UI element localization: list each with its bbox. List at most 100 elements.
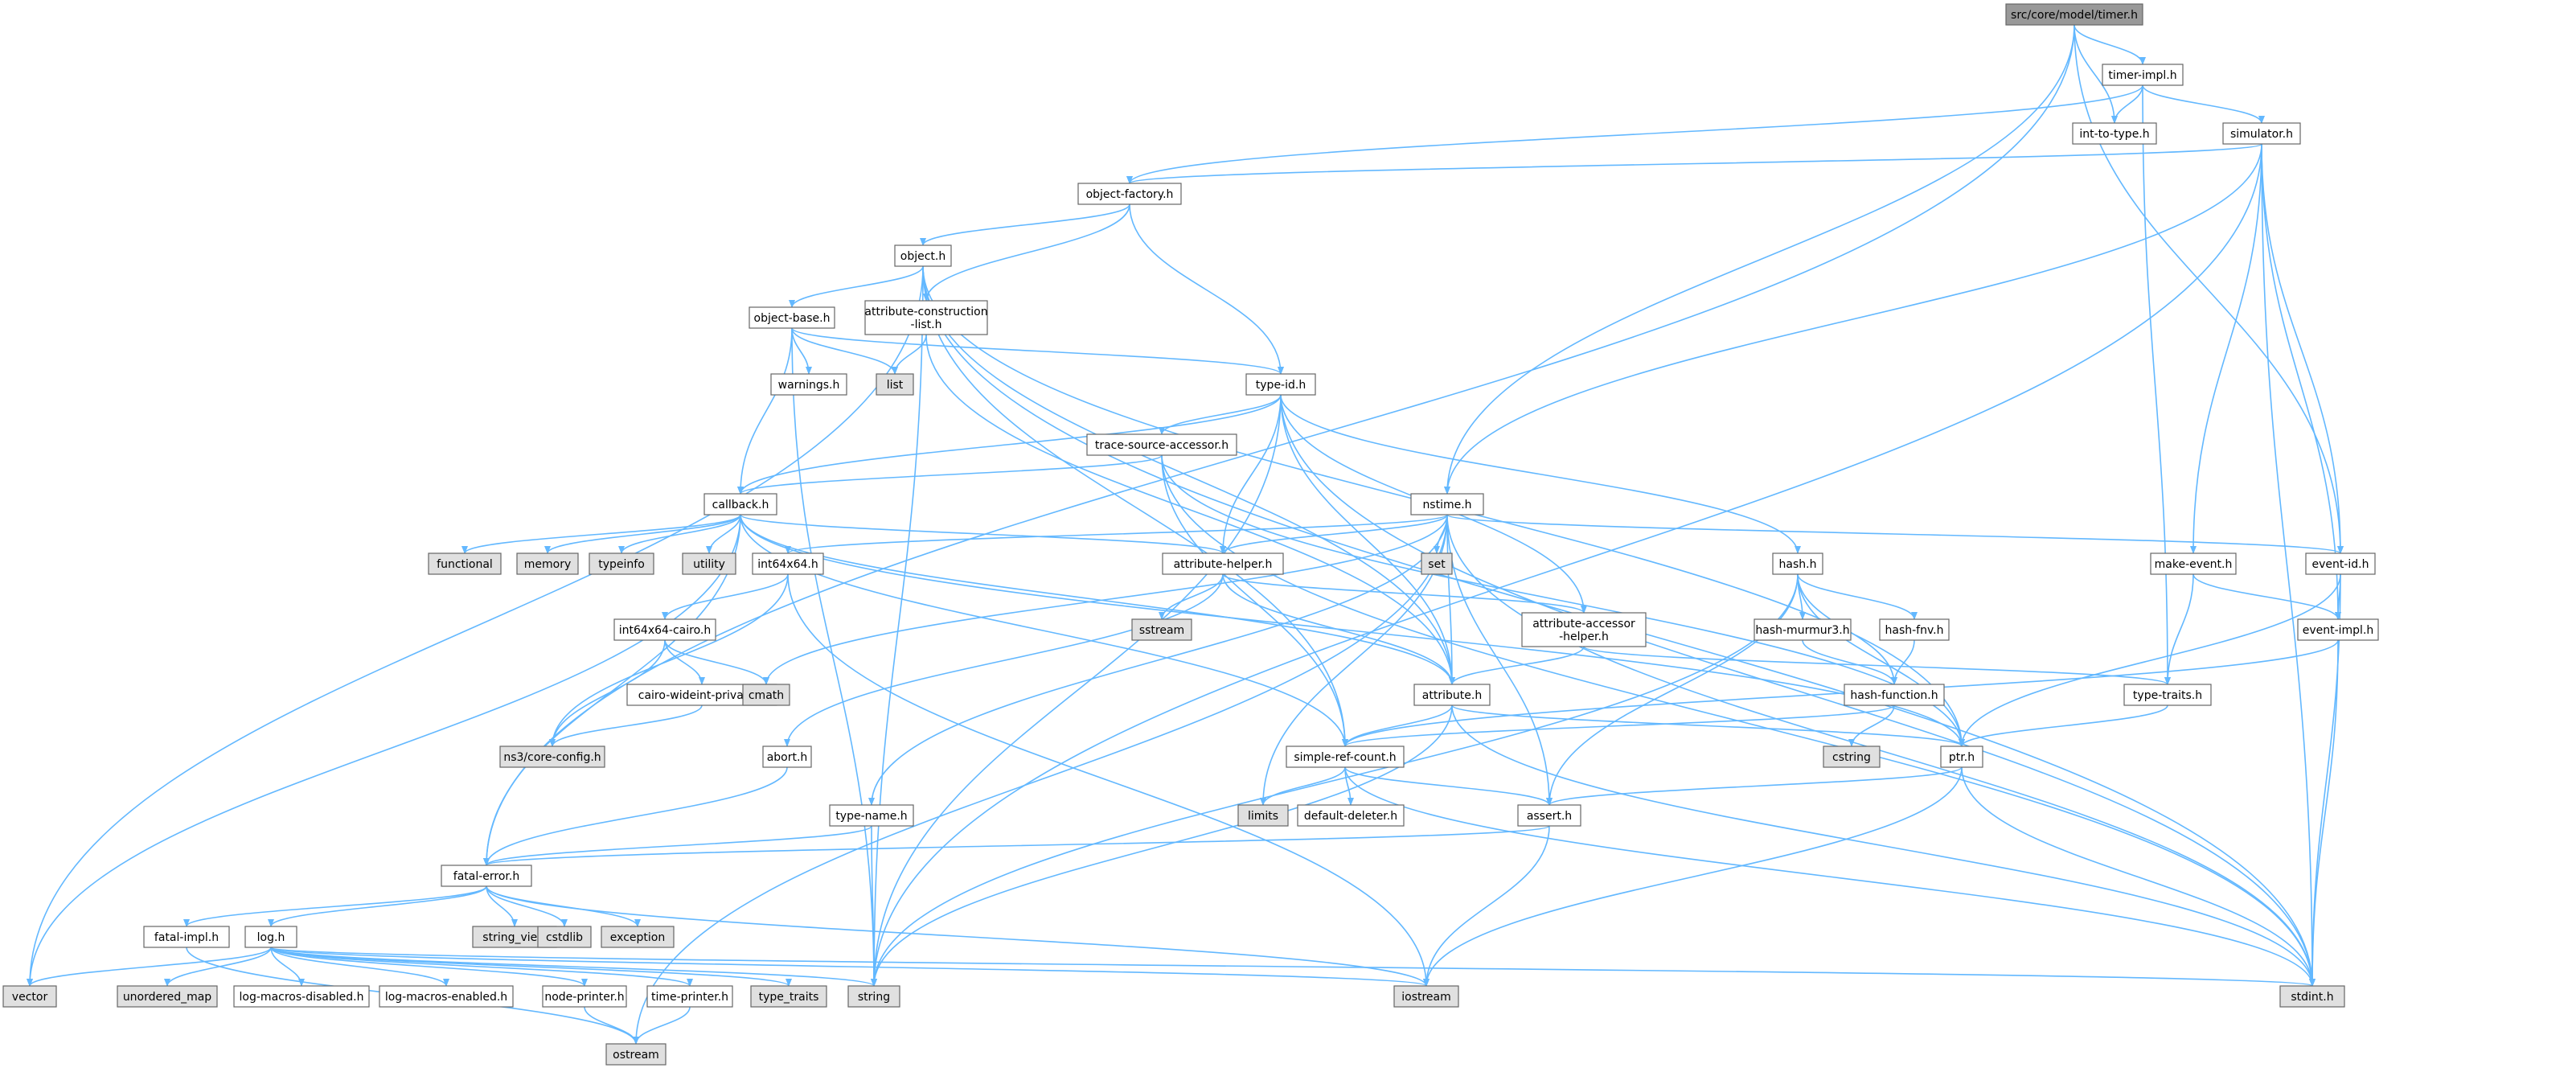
node-timer[interactable]: src/core/model/timer.h [2005,3,2143,26]
node-default-deleter[interactable]: default-deleter.h [1297,804,1405,827]
dependency-edges [27,24,2344,1045]
node-log-macros-dis[interactable]: log-macros-disabled.h [233,985,370,1008]
node-box [2102,64,2184,86]
node-assert[interactable]: assert.h [1517,804,1581,827]
edge-event_id-to-ptr [1959,573,2341,747]
node-timer-impl[interactable]: timer-impl.h [2102,64,2184,86]
node-object-base[interactable]: object-base.h [749,306,835,329]
edge-node_printer-to-ostream [584,1006,639,1045]
node-simulator[interactable]: simulator.h [2222,122,2301,145]
edge-log-to-node_printer [270,947,588,987]
node-ptr[interactable]: ptr.h [1940,745,1983,768]
edge-nstime-to-event_id [1446,514,2344,554]
node-label: -helper.h [1559,630,1609,643]
edge-timer-to-event_id [2074,24,2344,554]
node-box [876,373,914,396]
edge-object_base-to-list [791,327,898,375]
edge-int64x64-to-iostream [787,573,1430,987]
node-cstring: cstring [1823,745,1881,768]
node-attr-constr[interactable]: attribute-construction-list.h [864,300,988,335]
edge-log-to-time_printer [270,947,693,987]
node-label: int64x64-cairo.h [619,624,711,637]
edge-int64_cairo-to-cairo_wide [664,639,705,685]
node-int64-cairo[interactable]: int64x64-cairo.h [613,618,716,641]
node-box [244,926,297,948]
node-type-id[interactable]: type-id.h [1245,373,1316,396]
node-box [1517,804,1581,827]
node-label: type-traits.h [2133,689,2202,702]
edge-type_id-to-string [871,394,1282,987]
node-box [1844,684,1945,706]
node-type-name[interactable]: type-name.h [829,804,914,827]
node-label: log.h [257,931,285,944]
edge-timer-to-timer_impl [2074,24,2146,65]
node-label: unordered_map [123,991,211,1004]
node-fatal-error[interactable]: fatal-error.h [441,865,532,887]
node-label: limits [1248,810,1278,823]
node-cstdlib: cstdlib [537,926,592,948]
node-attr-accessor[interactable]: attribute-accessor-helper.h [1521,612,1647,647]
node-callback[interactable]: callback.h [703,493,777,515]
node-simple-ref[interactable]: simple-ref-count.h [1286,745,1405,768]
node-unordered-map: unordered_map [117,985,218,1008]
node-hash-fnv[interactable]: hash-fnv.h [1879,618,1950,641]
node-label: fatal-error.h [453,870,519,883]
node-label: attribute-helper.h [1174,558,1273,571]
edge-timer-to-nstime [1444,24,2075,495]
edge-nstime-to-cmath [763,514,1448,685]
node-box [499,745,605,768]
node-node-printer[interactable]: node-printer.h [542,985,627,1008]
edge-log-to-unordered_map [164,947,272,987]
node-fatal-impl[interactable]: fatal-impl.h [143,926,230,948]
node-trace-src[interactable]: trace-source-accessor.h [1086,433,1237,456]
edge-ptr-to-iostream [1423,766,1963,987]
node-box [601,926,675,948]
node-label: log-macros-enabled.h [385,991,507,1004]
node-time-printer[interactable]: time-printer.h [646,985,733,1008]
node-abort[interactable]: abort.h [762,745,812,768]
edge-make_event-to-event_impl [2192,573,2341,620]
node-box [537,926,592,948]
node-box [742,684,790,706]
node-label: functional [437,558,493,571]
node-event-id[interactable]: event-id.h [2305,552,2376,575]
node-log[interactable]: log.h [244,926,297,948]
node-box [1245,373,1316,396]
node-make-event[interactable]: make-event.h [2150,552,2237,575]
node-type-traits-h[interactable]: type-traits.h [2123,684,2212,706]
node-hash[interactable]: hash.h [1772,552,1823,575]
edge-timer_impl-to-type_traits_h [2142,84,2171,685]
node-warnings[interactable]: warnings.h [770,373,847,396]
node-object-factory[interactable]: object-factory.h [1077,183,1182,205]
node-label: memory [524,558,572,571]
node-label: iostream [1401,991,1451,1004]
node-label: timer-impl.h [2108,69,2176,82]
node-object[interactable]: object.h [894,244,952,267]
node-label: time-printer.h [651,991,728,1004]
node-log-macros-en[interactable]: log-macros-enabled.h [379,985,514,1008]
node-label: object-factory.h [1086,188,1174,201]
node-int64x64[interactable]: int64x64.h [752,552,824,575]
node-label: cstdlib [546,931,583,944]
edge-type_id-to-attribute [1280,394,1455,685]
edge-log-to-log_macros_dis [270,947,305,987]
node-label: event-id.h [2311,558,2369,571]
node-box [864,300,988,335]
node-event-impl[interactable]: event-impl.h [2297,618,2379,641]
node-hash-function[interactable]: hash-function.h [1844,684,1945,706]
edge-simulator-to-string [871,143,2262,987]
node-box [2297,618,2379,641]
edge-type_id-to-attr_helper [1220,394,1282,554]
node-box [770,373,847,396]
edge-fatal_error-to-string_view [486,885,518,927]
edge-attr_constr-to-list [892,334,927,375]
node-int-to-type[interactable]: int-to-type.h [2072,122,2157,145]
node-nstime[interactable]: nstime.h [1410,493,1484,515]
node-label: simulator.h [2230,128,2293,141]
edge-simulator-to-event_id [2261,143,2344,554]
node-attribute[interactable]: attribute.h [1413,684,1491,706]
node-hash-murmur[interactable]: hash-murmur3.h [1754,618,1852,641]
node-attr-helper[interactable]: attribute-helper.h [1162,552,1284,575]
edge-nstime-to-attr_helper [1220,514,1448,554]
node-label: node-printer.h [544,991,624,1004]
